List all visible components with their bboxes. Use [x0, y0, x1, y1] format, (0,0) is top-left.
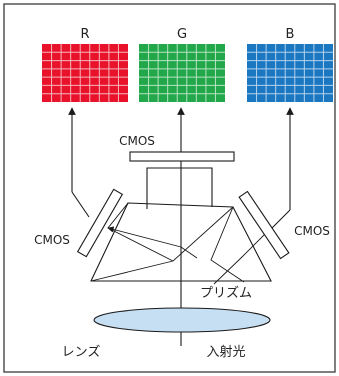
- cmos-left-label: CMOS: [34, 233, 70, 247]
- cmos-left-plate: [76, 188, 124, 258]
- sensor-g-grid: [139, 44, 225, 102]
- cmos-right-label: CMOS: [294, 224, 330, 238]
- ray-left: [107, 226, 182, 248]
- prism-body: [90, 202, 272, 282]
- cmos-right-plate: [238, 190, 290, 260]
- outer-frame: [3, 3, 336, 373]
- sensor-g-label: G: [177, 27, 187, 42]
- sensor-r-label: R: [80, 27, 89, 42]
- right-cmos-link: [271, 209, 291, 229]
- prism-top-box: [146, 167, 213, 209]
- prism-internal-base-left: [90, 260, 174, 282]
- ray-right: [213, 227, 272, 285]
- sensor-b-grid: [247, 44, 333, 102]
- prism-internal-left: [107, 202, 234, 262]
- lens-label: レンズ: [62, 344, 101, 360]
- lens: [93, 307, 271, 333]
- prism-label: プリズム: [200, 285, 252, 301]
- sensor-b-label: B: [286, 27, 295, 42]
- sensor-grid-background: [247, 44, 333, 102]
- cmos-top-plate: [129, 151, 235, 162]
- prism-internal-right: [210, 206, 245, 283]
- ray-split: [180, 246, 198, 259]
- sensor-grid-background: [139, 44, 225, 102]
- left-cmos-link: [71, 191, 90, 218]
- incident-light-label: 入射光: [206, 344, 245, 360]
- cmos-top-label: CMOS: [119, 134, 155, 148]
- sensor-r-grid: [42, 44, 128, 102]
- sensor-grid-background: [42, 44, 128, 102]
